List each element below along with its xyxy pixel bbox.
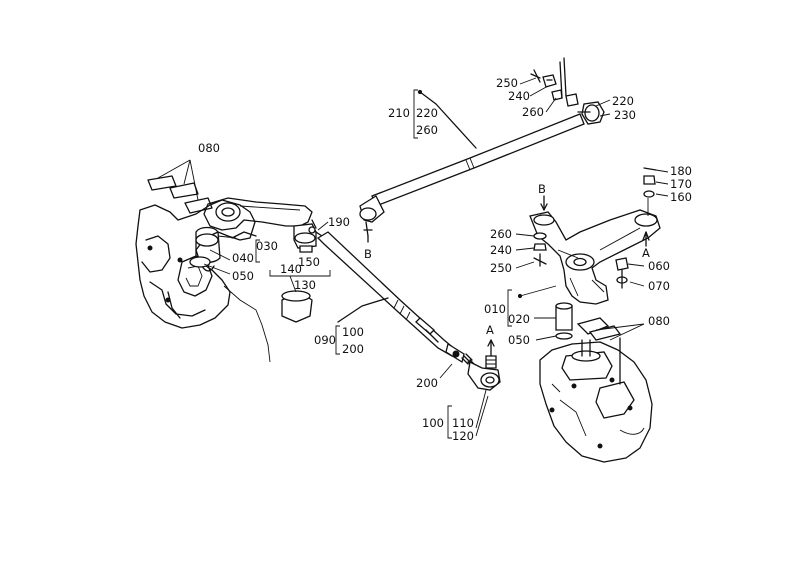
label-260-top: 260 bbox=[522, 105, 544, 119]
callout-labels: 250 240 260 220 230 210 220 260 080 190 … bbox=[198, 76, 692, 443]
label-050-left: 050 bbox=[232, 269, 254, 283]
left-steering-arm bbox=[203, 197, 313, 231]
label-140: 140 bbox=[280, 262, 302, 276]
label-010: 010 bbox=[484, 302, 506, 316]
label-160: 160 bbox=[670, 190, 692, 204]
label-080-left: 080 bbox=[198, 141, 220, 155]
left-knuckle-housing bbox=[135, 199, 271, 363]
label-100-bracket: 100 bbox=[342, 325, 364, 339]
label-180: 180 bbox=[670, 164, 692, 178]
label-240-right: 240 bbox=[490, 243, 512, 257]
label-100: 100 bbox=[422, 416, 444, 430]
boot-part-130 bbox=[281, 290, 313, 323]
tie-rod-090 bbox=[316, 231, 465, 364]
label-080-right: 080 bbox=[648, 314, 670, 328]
label-170: 170 bbox=[670, 177, 692, 191]
label-220-bracket: 220 bbox=[416, 106, 438, 120]
bracket-020-block bbox=[555, 302, 622, 341]
label-240-top: 240 bbox=[508, 89, 530, 103]
right-arm-ball-stud-parts bbox=[533, 232, 547, 267]
label-030: 030 bbox=[256, 239, 278, 253]
upper-ball-stud-parts bbox=[530, 57, 579, 107]
right-steering-arm-assembly bbox=[529, 209, 661, 305]
label-060: 060 bbox=[648, 259, 670, 273]
label-A-mid: A bbox=[486, 323, 494, 337]
label-090: 090 bbox=[314, 333, 336, 347]
label-110: 110 bbox=[452, 416, 474, 430]
label-040: 040 bbox=[232, 251, 254, 265]
label-260-bracket: 260 bbox=[416, 123, 438, 137]
label-190: 190 bbox=[328, 215, 350, 229]
leader-lines bbox=[203, 77, 669, 439]
label-260-right: 260 bbox=[490, 227, 512, 241]
label-200-bracket: 200 bbox=[342, 342, 364, 356]
label-230: 230 bbox=[614, 108, 636, 122]
label-250-top: 250 bbox=[496, 76, 518, 90]
label-250-right: 250 bbox=[490, 261, 512, 275]
label-B-left: B bbox=[364, 247, 372, 261]
label-020: 020 bbox=[508, 312, 530, 326]
label-200: 200 bbox=[416, 376, 438, 390]
label-120: 120 bbox=[452, 429, 474, 443]
label-B-right: B bbox=[538, 182, 546, 196]
upper-right-small-parts bbox=[643, 167, 657, 198]
label-A-right: A bbox=[642, 246, 650, 260]
steering-gearbox-housing bbox=[539, 337, 653, 463]
left-shim-plates bbox=[147, 159, 213, 214]
label-070: 070 bbox=[648, 279, 670, 293]
label-050-right: 050 bbox=[508, 333, 530, 347]
left-tie-rod-end bbox=[293, 219, 323, 253]
label-220-top: 220 bbox=[612, 94, 634, 108]
label-150: 150 bbox=[298, 255, 320, 269]
label-130: 130 bbox=[294, 278, 316, 292]
bolt-060-washer-070 bbox=[615, 257, 629, 289]
right-tie-rod-end-100 bbox=[461, 339, 501, 391]
label-210: 210 bbox=[388, 106, 410, 120]
drag-link-210 bbox=[359, 101, 605, 243]
